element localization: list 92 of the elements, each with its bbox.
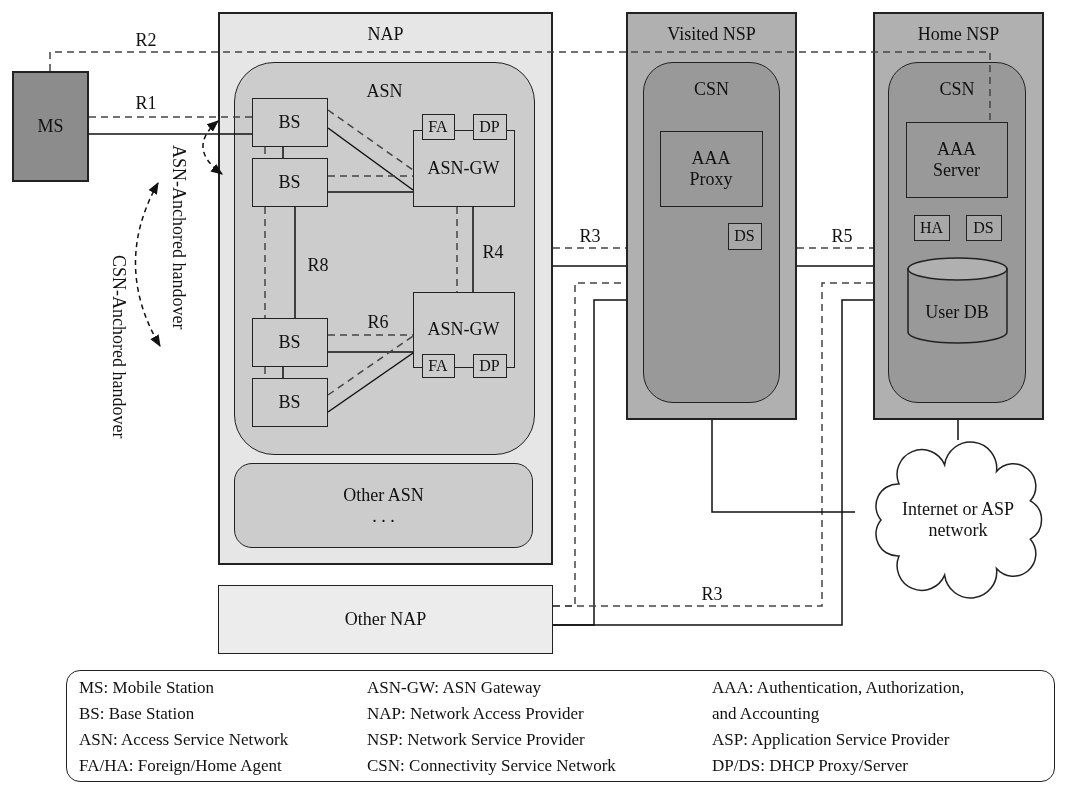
network-region (234, 62, 535, 455)
data-line (957, 419, 959, 441)
function-box (965, 214, 1002, 241)
edge-label: R3 (579, 227, 601, 245)
node-label: HA (919, 219, 944, 236)
node-label: DS (734, 228, 755, 244)
function-box (727, 222, 762, 250)
process-box (251, 157, 328, 207)
control-line (327, 175, 414, 177)
data-line (796, 265, 874, 267)
node-note: . . . (372, 505, 395, 527)
data-line (88, 133, 253, 135)
control-line (264, 206, 266, 319)
data-line (294, 206, 296, 319)
node-label: Home NSP (917, 24, 1000, 45)
node-label: BS (278, 391, 301, 413)
function-box (472, 113, 507, 140)
key-entry: FA/HA: Foreign/Home Agent (79, 755, 283, 777)
data-line (472, 206, 474, 293)
control-line (49, 51, 991, 123)
node-label: AAA Server (932, 138, 981, 181)
key-entry: NSP: Network Service Provider (367, 729, 586, 751)
server-box (905, 121, 1008, 198)
key-entry: ASN-GW: ASN Gateway (367, 677, 543, 699)
network-region (888, 62, 1026, 403)
data-line (711, 419, 856, 513)
node-label: BS (278, 111, 301, 133)
process-box (251, 377, 328, 427)
node-label: ASN-GW (427, 319, 500, 340)
node-label: ASN-GW (427, 157, 500, 179)
control-line (327, 109, 414, 171)
function-box (913, 214, 950, 241)
key-entry: DP/DS: DHCP Proxy/Server (712, 755, 909, 777)
node-label: MS (37, 116, 64, 137)
control-line (327, 334, 414, 336)
handover-label: CSN-Anchored handover (110, 255, 128, 439)
control-line (552, 247, 627, 249)
edge-label: R4 (482, 243, 504, 261)
data-line (282, 146, 284, 159)
edge-label: R2 (135, 31, 157, 49)
node-label: Other ASN (343, 484, 424, 506)
network-region (234, 463, 533, 548)
node-label: FA (428, 357, 448, 374)
data-line (282, 366, 284, 379)
node-label: User DB (925, 302, 989, 323)
key-entry: MS: Mobile Station (79, 677, 216, 699)
node-label: Internet or ASP network (901, 499, 1015, 541)
process-box (251, 317, 328, 367)
node-label: FA (428, 118, 448, 135)
node-label: DP (479, 118, 500, 135)
key-entry: AAA: Authentication, Authorization, and Accounting (712, 677, 966, 725)
data-line (327, 127, 414, 191)
network-region (643, 62, 780, 403)
key-entry: ASP: Application Service Provider (712, 729, 951, 751)
key-entry: CSN: Connectivity Service Network (367, 755, 617, 777)
server-box (659, 130, 763, 207)
provider-panel (873, 12, 1044, 420)
database-cylinder (906, 256, 1008, 343)
function-box (421, 113, 455, 140)
node-label: DS (973, 219, 994, 236)
key-entry: BS: Base Station (79, 703, 196, 725)
node-label: Visited NSP (667, 24, 756, 45)
control-line (88, 116, 253, 118)
data-line (327, 351, 414, 353)
station-box (12, 71, 89, 182)
process-box (251, 97, 328, 147)
edge-label: R5 (831, 227, 853, 245)
node-label: ASN (366, 81, 403, 102)
control-line (327, 335, 414, 396)
data-line (552, 265, 627, 267)
edge-label: R6 (367, 313, 389, 331)
node-label: CSN (694, 79, 729, 100)
edge-label: R3 (701, 585, 723, 603)
provider-panel (626, 12, 797, 420)
key-entry: ASN: Access Service Network (79, 729, 290, 751)
node-label: DP (479, 357, 500, 374)
node-label: CSN (939, 79, 975, 100)
node-label: BS (278, 331, 301, 353)
control-line (796, 247, 874, 249)
node-label: AAA Proxy (688, 147, 734, 190)
data-line (327, 352, 414, 413)
key-entry: NAP: Network Access Provider (367, 703, 585, 725)
provider-panel (218, 585, 553, 654)
control-line (456, 206, 458, 293)
node-label: Other NAP (344, 609, 427, 630)
node-label: NAP (367, 24, 404, 45)
provider-panel (218, 12, 553, 565)
node-label: BS (278, 171, 301, 193)
data-line (327, 191, 414, 193)
edge-label: R8 (307, 256, 329, 274)
edge-label: R1 (135, 94, 157, 112)
handover-label: ASN-Anchored handover (170, 145, 188, 330)
